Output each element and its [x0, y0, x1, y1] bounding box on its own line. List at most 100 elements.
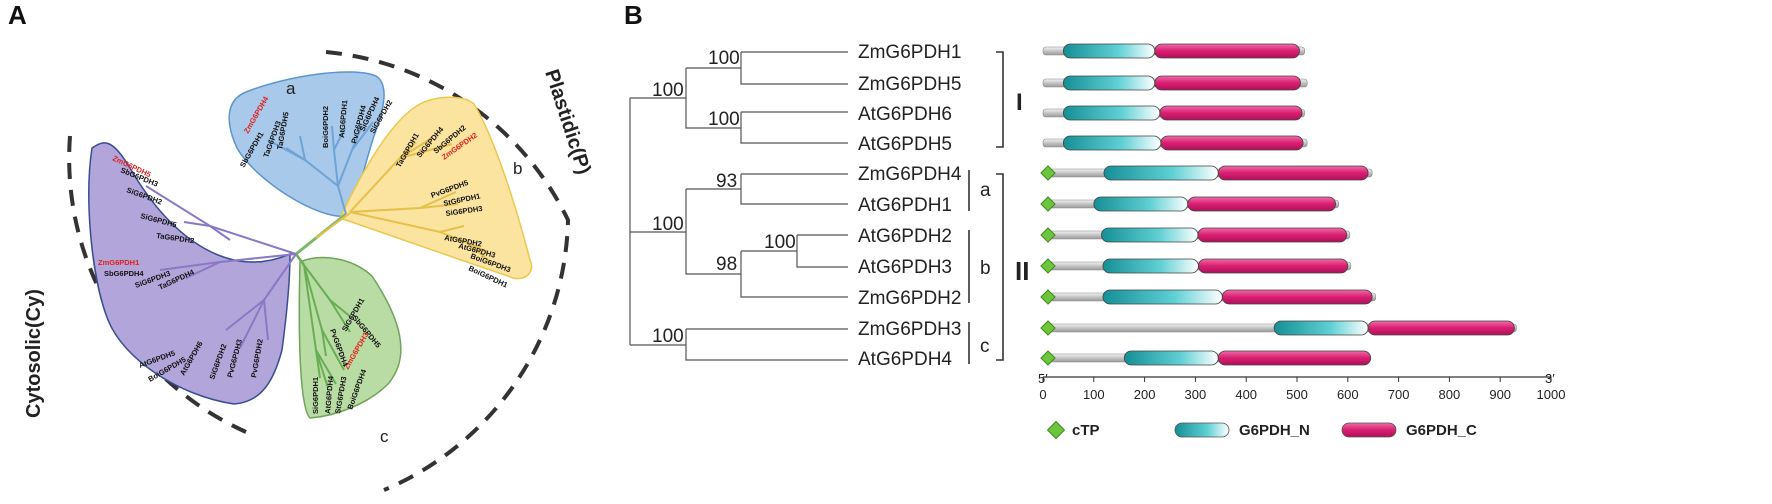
bootstrap-label: 100 [708, 109, 740, 130]
axis-tick-label: 0 [1039, 387, 1046, 402]
axis-tick-label: 100 [1083, 387, 1105, 402]
leaf-label: ZmG6PDH1 [98, 258, 139, 267]
g6pdh-c-domain [1154, 75, 1301, 91]
radial-tree: Plastidic(P) Cytosolic(Cy) [23, 50, 595, 492]
clade-a-label: a [286, 79, 296, 98]
axis-5prime-label: 5′ [1038, 371, 1048, 386]
axis-3prime-label: 3′ [1545, 371, 1555, 386]
tree-leaf-label: AtG6PDH2 [858, 226, 952, 247]
leaf-label: AtG6PDH1 [337, 100, 349, 139]
g6pdh-c-domain [1221, 289, 1373, 305]
group-label-II: II [1015, 256, 1029, 286]
protein-row [1042, 75, 1308, 91]
clade-c-branches [303, 264, 353, 389]
bootstrap-label: 100 [652, 326, 684, 347]
g6pdh-n-domain [1123, 350, 1219, 366]
protein-row [1042, 135, 1308, 151]
plastidic-arc [325, 50, 571, 492]
legend-ctp-label: cTP [1072, 422, 1100, 439]
axis-tick-label: 800 [1439, 387, 1461, 402]
legend-ctp-swatch [1046, 420, 1066, 440]
ctp-marker [1040, 227, 1056, 243]
axis-tick-label: 400 [1235, 387, 1257, 402]
protein-row [1040, 258, 1352, 274]
bootstrap-label: 100 [652, 80, 684, 101]
rect-tree [629, 51, 848, 361]
clade-a-shape [228, 71, 385, 217]
tree-leaf-label: AtG6PDH1 [858, 195, 952, 216]
g6pdh-n-domain [1102, 258, 1199, 274]
tree-leaf-names: ZmG6PDH1ZmG6PDH5AtG6PDH6AtG6PDH5ZmG6PDH4… [858, 42, 962, 370]
ctp-marker [1040, 165, 1056, 181]
protein-row [1040, 320, 1517, 336]
ctp-marker [1040, 289, 1056, 305]
ctp-marker [1040, 350, 1056, 366]
clade-b-shape [338, 96, 533, 280]
panel-a-letter: A [8, 0, 27, 30]
tree-leaf-label: AtG6PDH3 [858, 257, 952, 278]
clade-b-branches [349, 137, 491, 263]
g6pdh-c-domain [1217, 165, 1369, 181]
plastidic-label: Plastidic(P) [540, 67, 595, 177]
g6pdh-n-domain [1062, 43, 1156, 59]
ctp-marker [1040, 258, 1056, 274]
g6pdh-c-domain [1217, 350, 1372, 366]
protein-row [1040, 165, 1373, 181]
tree-leaf-label: ZmG6PDH5 [858, 74, 961, 95]
leaf-label: SiG6PDH1 [311, 377, 320, 414]
clade-c-label: c [380, 427, 389, 446]
protein-row [1042, 43, 1305, 59]
axis-tick-label: 200 [1134, 387, 1156, 402]
bootstrap-label: 100 [652, 214, 684, 235]
g6pdh-c-domain [1154, 43, 1300, 59]
subclade-label-a: a [980, 180, 991, 201]
tree-leaf-label: ZmG6PDH3 [858, 319, 961, 340]
bootstrap-values: 100 100 100 93 100 100 98 100 [652, 48, 796, 347]
bootstrap-label: 100 [764, 232, 796, 253]
clade-purple-shape [88, 142, 291, 405]
tree-leaf-label: ZmG6PDH2 [858, 288, 961, 309]
legend-c-swatch [1341, 422, 1397, 438]
tree-leaf-label: AtG6PDH5 [858, 134, 952, 155]
legend-n-label: G6PDH_N [1239, 422, 1310, 439]
leaf-label: BoiG6PDH2 [321, 106, 330, 148]
ctp-marker [1040, 196, 1056, 212]
tree-leaf-label: ZmG6PDH4 [858, 164, 962, 185]
protein-row [1042, 105, 1305, 121]
g6pdh-n-domain [1102, 289, 1223, 305]
clade-b-label: b [513, 159, 522, 178]
axis-tick-label: 300 [1185, 387, 1207, 402]
g6pdh-c-domain [1198, 258, 1349, 274]
bootstrap-label: 100 [708, 48, 740, 69]
leaf-label: SbG6PDH4 [104, 269, 144, 278]
protein-row [1040, 196, 1339, 212]
axis-tick-label: 600 [1337, 387, 1359, 402]
g6pdh-n-domain [1062, 75, 1156, 91]
g6pdh-n-domain [1273, 320, 1369, 336]
legend-c-label: G6PDH_C [1406, 422, 1477, 439]
clade-a-branches [267, 121, 374, 215]
domain-chart [1040, 43, 1517, 366]
bootstrap-label: 93 [716, 171, 737, 192]
group-label-I: I [1016, 89, 1023, 116]
g6pdh-n-domain [1062, 105, 1161, 121]
axis-tick-label: 900 [1489, 387, 1511, 402]
g6pdh-c-domain [1187, 196, 1337, 212]
g6pdh-n-domain [1101, 227, 1199, 243]
group-brackets [968, 51, 1004, 364]
legend-n-swatch [1174, 422, 1230, 438]
g6pdh-c-domain [1159, 105, 1303, 121]
legend: cTP G6PDH_N G6PDH_C [1046, 420, 1477, 440]
subclade-label-b: b [980, 258, 991, 279]
tree-leaf-label: AtG6PDH6 [858, 104, 952, 125]
axis-tick-label: 700 [1388, 387, 1410, 402]
g6pdh-c-domain [1197, 227, 1348, 243]
g6pdh-n-domain [1093, 196, 1189, 212]
ctp-marker [1040, 320, 1056, 336]
bootstrap-label: 98 [716, 254, 737, 275]
tree-leaf-label: ZmG6PDH1 [858, 42, 961, 63]
trunk-branch-c [294, 253, 306, 266]
panel-b-letter: B [624, 0, 643, 30]
